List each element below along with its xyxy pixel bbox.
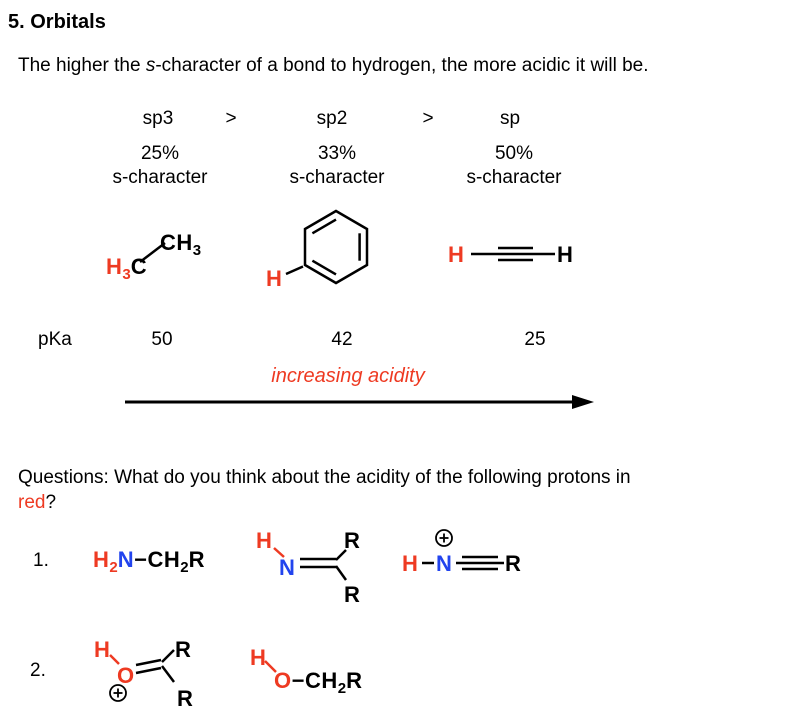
- imine-nh-bond: [273, 547, 285, 558]
- acetylene-h-right: H: [557, 242, 573, 267]
- ethane-cc-bond: [139, 242, 166, 263]
- imine-n: N: [279, 555, 295, 580]
- pka-value-acetylene: 25: [524, 329, 546, 350]
- ether-oh-bond: [264, 660, 277, 673]
- nitrilium-n: N: [436, 551, 452, 576]
- acetylene-acidic-h: H: [448, 242, 464, 267]
- hybrid-label-sp3: sp3: [142, 108, 174, 129]
- imine-acidic-h: H: [256, 528, 272, 553]
- percent-25: 25%: [140, 143, 180, 164]
- amine-h-subscript: 2: [109, 559, 118, 576]
- increasing-acidity-label: increasing acidity: [271, 365, 425, 387]
- amine-r: R: [188, 547, 205, 572]
- intro-s-italic: s: [145, 55, 156, 76]
- plus-charge-icon: [109, 684, 127, 702]
- hybrid-label-sp2: sp2: [316, 108, 348, 129]
- intro-pre: The higher the: [18, 55, 146, 76]
- oxocarbenium-oh-bond: [109, 654, 120, 665]
- nitrilium-acidic-h: H: [402, 551, 418, 576]
- s-character-col-2: 33% s-character: [289, 142, 384, 190]
- pka-value-ethane: 50: [151, 329, 173, 350]
- pka-label: pKa: [38, 329, 72, 350]
- q2-ether-formula: O−CH2R: [274, 668, 363, 697]
- acidity-arrow-icon: [125, 395, 594, 409]
- ether-ch-subscript: 2: [337, 680, 347, 697]
- amine-ch: CH: [147, 547, 181, 572]
- amine-ch-subscript: 2: [180, 559, 189, 576]
- s-character-col-3: 50% s-character: [466, 142, 561, 190]
- s-character-label-3: s-character: [466, 167, 562, 188]
- imine-r-bottom: R: [344, 582, 360, 607]
- ether-bond: −: [291, 668, 305, 693]
- ethane-ch: CH: [160, 230, 193, 255]
- s-character-col-1: 25% s-character: [112, 142, 207, 190]
- ether-acidic-h: H: [250, 645, 267, 670]
- s-character-label-1: s-character: [112, 167, 208, 188]
- q1-nitrilium-structure: H N R: [402, 529, 521, 576]
- ether-o: O: [274, 668, 292, 693]
- benzene-ch-bond: [285, 265, 304, 276]
- nitrilium-r: R: [505, 551, 521, 576]
- questions-line1: Questions: What do you think about the a…: [18, 467, 631, 488]
- plus-charge-icon: [435, 529, 453, 547]
- greater-than-1: >: [225, 108, 237, 129]
- intro-sentence: The higher the s-character of a bond to …: [18, 54, 649, 77]
- ethane-ch3-group: CH3: [160, 230, 201, 259]
- pka-value-benzene: 42: [331, 329, 353, 350]
- acetylene-structure: H H: [448, 242, 573, 267]
- questions-mark: ?: [45, 492, 57, 513]
- questions-line2: red?: [18, 491, 56, 514]
- amine-bond: −: [134, 547, 148, 572]
- ethane-h-subscript: 3: [122, 266, 131, 283]
- ethane-acidic-h: H: [106, 254, 123, 279]
- ethane-ch-subscript: 3: [192, 242, 202, 259]
- oxocarbenium-r-bottom: R: [177, 686, 193, 710]
- hybrid-label-sp: sp: [499, 108, 521, 129]
- imine-r-top: R: [344, 528, 360, 553]
- oxocarbenium-acidic-h: H: [94, 637, 110, 662]
- s-character-label-2: s-character: [289, 167, 385, 188]
- page-title: 5. Orbitals: [8, 11, 106, 33]
- percent-33: 33%: [317, 143, 357, 164]
- greater-than-2: >: [422, 108, 434, 129]
- ether-r: R: [346, 668, 363, 693]
- question-1-number: 1.: [33, 550, 49, 571]
- q2-oxocarbenium-structure: H O R R: [94, 637, 193, 710]
- questions-red-word: red: [18, 492, 46, 513]
- intro-post: -character of a bond to hydrogen, the mo…: [155, 55, 649, 76]
- oxocarbenium-o: O: [117, 663, 134, 688]
- q1-imine-structure: H N R R: [256, 528, 360, 607]
- q1-amine-formula: H2N−CH2R: [93, 547, 205, 576]
- amine-n: N: [117, 547, 135, 572]
- question-2-number: 2.: [30, 660, 46, 681]
- oxocarbenium-r-top: R: [175, 637, 191, 662]
- benzene-acidic-h: H: [266, 266, 282, 291]
- benzene-ring: [303, 209, 369, 285]
- percent-50: 50%: [494, 143, 534, 164]
- amine-acidic-h: H: [93, 547, 110, 572]
- ethane-h3c-group: H3C: [106, 254, 147, 283]
- ether-ch: CH: [304, 668, 338, 693]
- benzene-structure: H: [266, 209, 369, 291]
